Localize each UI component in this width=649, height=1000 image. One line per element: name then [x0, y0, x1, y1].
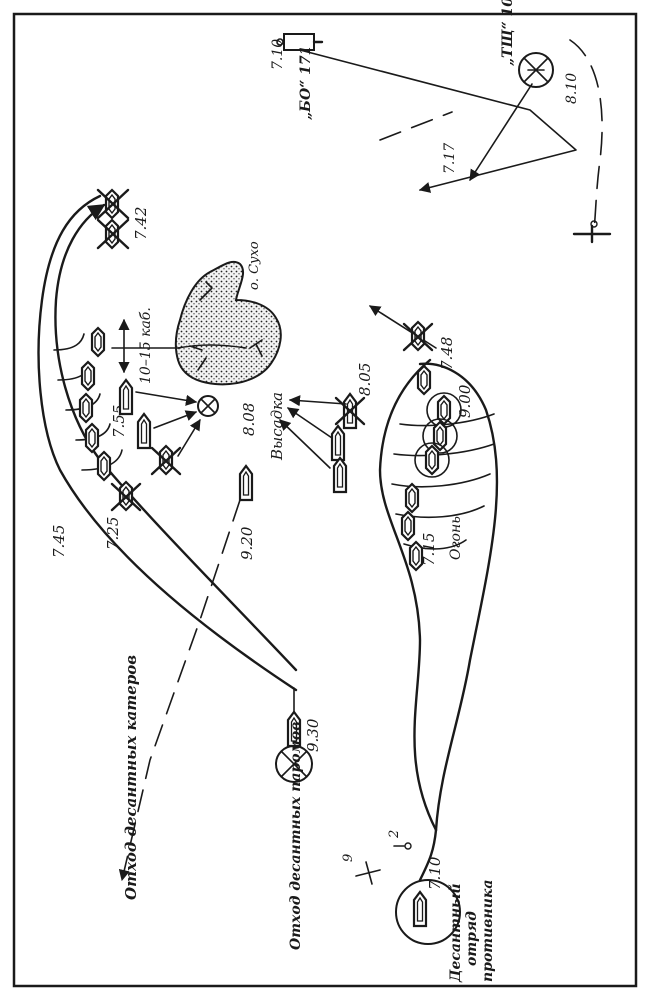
- time-808: 8.08: [240, 403, 258, 436]
- num-2-label: 2: [387, 830, 402, 839]
- time-748: 7.48: [438, 337, 456, 370]
- sunken-boat-725: [110, 480, 142, 512]
- right-boat-group: [400, 364, 462, 572]
- distance-marker: [111, 318, 181, 374]
- island-sukho: [174, 260, 282, 386]
- dashed-approach-route: [379, 39, 612, 244]
- landing-point-marker: [197, 395, 219, 417]
- enemy-label-1: Десантный: [447, 883, 464, 983]
- sunken-boat-748: [369, 305, 437, 352]
- time-725: 7.25: [104, 517, 122, 550]
- tsch-ship-symbol: [469, 52, 554, 181]
- right-landing-approach: [279, 392, 366, 494]
- enemy-label-3: противника: [480, 880, 496, 982]
- time-745: 7.45: [50, 525, 68, 558]
- enemy-label-2: отряд: [464, 911, 480, 966]
- boats-withdrawal-route: [118, 464, 254, 882]
- time-920: 9.20: [238, 526, 256, 560]
- tsch-ship-label: „ТЩ“ 100: [500, 0, 516, 66]
- diagram-frame: [12, 12, 638, 988]
- distance-label: 10–15 каб.: [138, 307, 154, 384]
- sunken-boats-742: [96, 188, 130, 250]
- bo-ship-label: „БО“ 171: [298, 46, 314, 120]
- boats-withdrawal-label: Отход десантных катеров: [122, 655, 140, 900]
- island-label: о. Сухо: [247, 241, 262, 290]
- fire-label: Огонь: [448, 516, 464, 560]
- ferries-withdrawal-label: Отход десантных паромов: [288, 722, 304, 950]
- num-9-label: 9: [341, 854, 356, 862]
- numbered-markers: [355, 842, 412, 885]
- landing-label: Высадка: [268, 392, 286, 461]
- time-810: 8.10: [564, 73, 580, 104]
- time-715: 7.15: [420, 533, 438, 566]
- right-boat-route: [378, 358, 499, 832]
- time-805: 8.05: [356, 363, 374, 396]
- time-710-detachment: 7.10: [426, 856, 444, 890]
- bo-ship-symbol: [276, 33, 577, 193]
- left-landing-approach: [118, 378, 201, 476]
- time-742: 7.42: [132, 207, 150, 240]
- time-900: 9.00: [456, 384, 474, 418]
- left-boat-group: [78, 326, 112, 482]
- time-930: 9.30: [304, 718, 322, 752]
- enemy-detachment: [395, 828, 461, 945]
- ferries-withdrawal-marker: [275, 687, 313, 783]
- time-710-bo: 7.10: [270, 39, 286, 70]
- time-717: 7.17: [442, 143, 458, 174]
